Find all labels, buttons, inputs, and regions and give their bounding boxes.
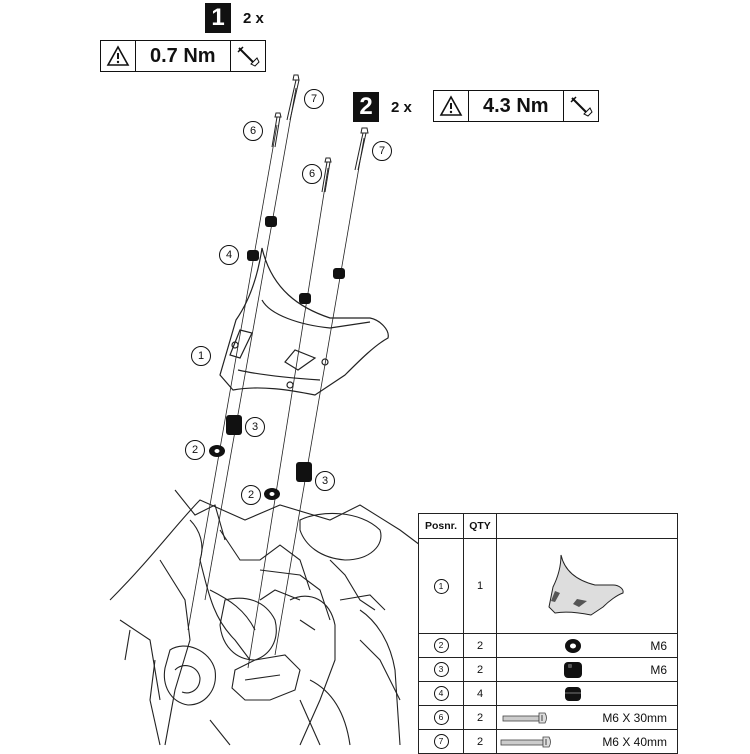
- position-number: 3: [433, 662, 449, 677]
- step-2-quantity: 2 x: [391, 99, 412, 116]
- table-row: 6 2 M6 X 30mm: [418, 705, 678, 730]
- step-2-torque-value: 4.3 Nm: [469, 91, 564, 121]
- callout-2: 2: [185, 440, 205, 460]
- windscreen-icon: [548, 554, 624, 616]
- table-row: 3 2 M6: [418, 657, 678, 682]
- torque-wrench-icon: [564, 91, 598, 121]
- torque-wrench-icon: [231, 41, 265, 71]
- position-number: 1: [433, 578, 449, 594]
- column-header-qty: QTY: [463, 513, 497, 539]
- step-2-number: 2: [353, 92, 379, 122]
- screws: [271, 74, 369, 193]
- quantity-cell: 2: [463, 705, 497, 730]
- washer-icon: [565, 639, 581, 653]
- table-row: 1 1: [418, 538, 678, 634]
- callout-7: 7: [372, 141, 392, 161]
- position-number: 2: [433, 638, 449, 653]
- warning-triangle-icon: [434, 91, 469, 121]
- callout-3: 3: [245, 417, 265, 437]
- quantity-cell: 1: [463, 538, 497, 634]
- step-2-torque-box: 4.3 Nm: [433, 90, 599, 122]
- part-image-cell: [496, 538, 678, 634]
- callout-6: 6: [243, 121, 263, 141]
- callout-7: 7: [304, 89, 324, 109]
- position-number: 4: [433, 686, 449, 701]
- screw-long-icon: [500, 736, 551, 748]
- windscreen-part: [219, 247, 389, 396]
- callout-3: 3: [315, 471, 335, 491]
- warning-triangle-icon: [101, 41, 136, 71]
- small-parts: [209, 216, 345, 500]
- part-spec: M6 X 40mm: [602, 734, 667, 749]
- assembly-guide-lines: [187, 87, 365, 669]
- part-image-cell: M6: [496, 657, 678, 682]
- rubber-grommet-icon: [565, 687, 581, 701]
- step-1-quantity: 2 x: [243, 10, 264, 27]
- callout-2: 2: [241, 485, 261, 505]
- quantity-cell: 4: [463, 681, 497, 706]
- column-header-image: [496, 513, 678, 539]
- column-header-posnr: Posnr.: [418, 513, 464, 539]
- part-image-cell: M6 X 30mm: [496, 705, 678, 730]
- part-spec: M6: [650, 638, 667, 653]
- screw-short-icon: [502, 712, 547, 724]
- callout-6: 6: [302, 164, 322, 184]
- spacer-icon: [564, 662, 582, 678]
- part-image-cell: M6: [496, 633, 678, 658]
- step-1-torque-box: 0.7 Nm: [100, 40, 266, 72]
- quantity-cell: 2: [463, 657, 497, 682]
- quantity-cell: 2: [463, 633, 497, 658]
- parts-list-table: Posnr. QTY 1 1 2 2 M6 3 2: [418, 513, 678, 754]
- motorcycle-front-outline: [109, 489, 421, 746]
- callout-4: 4: [219, 245, 239, 265]
- step-1-number: 1: [205, 3, 231, 33]
- table-row: 2 2 M6: [418, 633, 678, 658]
- table-row: 4 4: [418, 681, 678, 706]
- callout-1: 1: [191, 346, 211, 366]
- position-number: 7: [433, 734, 449, 749]
- part-image-cell: [496, 681, 678, 706]
- part-spec: M6 X 30mm: [602, 710, 667, 725]
- table-header-row: Posnr. QTY: [418, 513, 678, 539]
- step-1-torque-value: 0.7 Nm: [136, 41, 231, 71]
- position-number: 6: [433, 710, 449, 725]
- part-spec: M6: [650, 662, 667, 677]
